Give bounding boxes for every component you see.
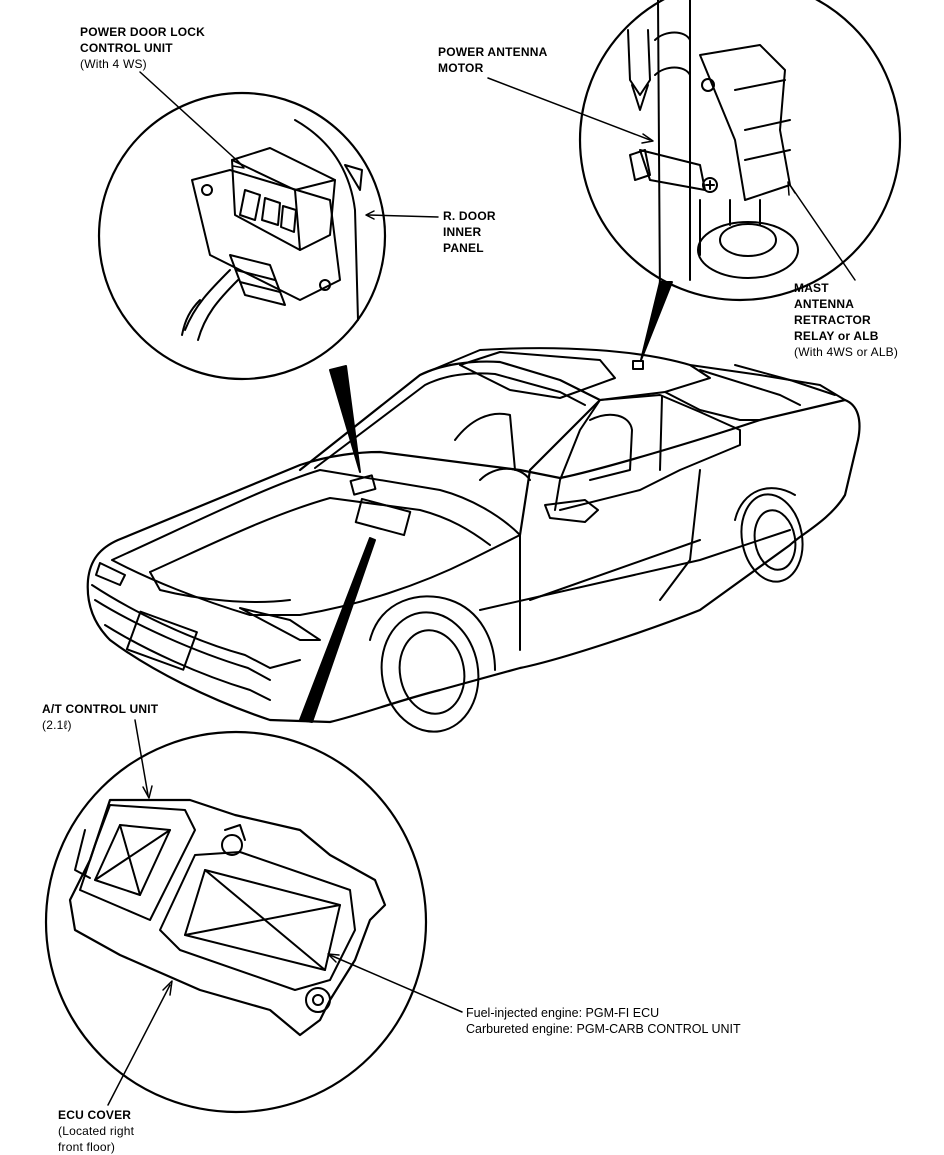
ecu-detail-circle [44, 730, 428, 1114]
label-line: front floor) [58, 1140, 116, 1154]
label-line: ANTENNA [794, 297, 855, 311]
label-line: POWER ANTENNA [438, 45, 548, 59]
leader-lines [107, 71, 856, 1106]
label-at-control-unit: A/T CONTROL UNIT (2.1ℓ) [42, 701, 158, 733]
label-power-antenna-motor: POWER ANTENNA MOTOR [438, 44, 548, 76]
label-line: INNER [443, 225, 482, 239]
label-mast-antenna-relay: MAST ANTENNA RETRACTOR RELAY or ALB (Wit… [794, 280, 898, 360]
label-line: RETRACTOR [794, 313, 871, 327]
label-line: (2.1ℓ) [42, 718, 72, 732]
callout-pointers [299, 281, 673, 723]
label-line: PANEL [443, 241, 484, 255]
label-line: MAST [794, 281, 829, 295]
car-illustration [86, 347, 861, 733]
label-line: ECU COVER [58, 1108, 132, 1122]
label-power-door-lock: POWER DOOR LOCK CONTROL UNIT (With 4 WS) [80, 24, 205, 72]
label-ecu-cover: ECU COVER (Located right front floor) [58, 1107, 134, 1155]
door-lock-detail-circle [97, 91, 387, 381]
label-line: RELAY or ALB [794, 329, 879, 343]
label-line: Fuel-injected engine: PGM-FI ECU [466, 1006, 660, 1020]
antenna-detail-circle [578, 0, 902, 302]
label-line: (Located right [58, 1124, 135, 1138]
label-line: Carbureted engine: PGM-CARB CONTROL UNIT [466, 1022, 741, 1036]
label-line: R. DOOR [443, 209, 496, 223]
label-line: (With 4 WS) [80, 57, 147, 71]
label-line: A/T CONTROL UNIT [42, 702, 159, 716]
label-line: (With 4WS or ALB) [794, 345, 899, 359]
label-line: MOTOR [438, 61, 484, 75]
label-ecu: Fuel-injected engine: PGM-FI ECU Carbure… [466, 1005, 741, 1037]
label-r-door-inner-panel: R. DOOR INNER PANEL [443, 208, 496, 256]
label-line: CONTROL UNIT [80, 41, 173, 55]
label-line: POWER DOOR LOCK [80, 25, 205, 39]
